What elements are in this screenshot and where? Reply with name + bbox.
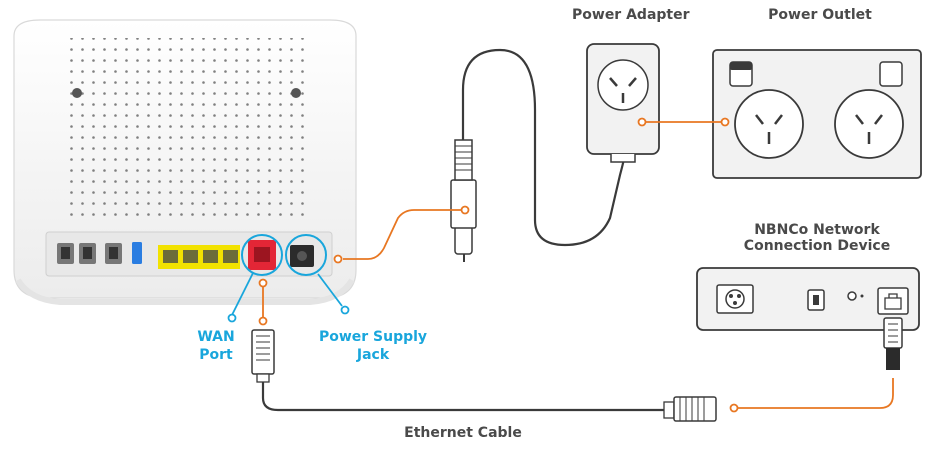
router-vent-grille: [62, 38, 312, 216]
rj45-plug-router: [251, 329, 275, 375]
router: [13, 19, 357, 305]
power-cable: [450, 48, 626, 262]
wan-port-label-line2: Port: [199, 347, 233, 363]
power-jack-label-line1: Power Supply: [318, 329, 428, 345]
ethernet-cable: [251, 317, 903, 422]
blue-callouts: [227, 272, 350, 323]
power-adapter-label: Power Adapter: [572, 7, 690, 23]
usb-port: [132, 242, 142, 264]
wan-port-highlight: [241, 234, 283, 276]
nbn-device-label-line2: Connection Device: [743, 238, 891, 254]
power-outlet-label: Power Outlet: [768, 7, 872, 23]
dc-plug: [454, 225, 473, 255]
rj45-plug-nbn: [673, 396, 717, 422]
ethernet-cable-label: Ethernet Cable: [404, 425, 522, 441]
orange-callouts: [258, 117, 894, 413]
wan-port-label-line1: WAN: [197, 329, 235, 345]
router-screw-left: [72, 88, 82, 98]
nbn-device-label-line1: NBNCo Network: [754, 222, 880, 238]
router-screw-right: [291, 88, 301, 98]
phone-ports: [57, 243, 122, 264]
power-jack-label-line2: Jack: [356, 347, 390, 363]
lan-ports: [158, 245, 240, 269]
power-jack-highlight: [285, 234, 327, 276]
power-adapter: [586, 43, 660, 163]
power-outlet: [712, 49, 922, 179]
nbn-connection-device: [696, 267, 920, 331]
